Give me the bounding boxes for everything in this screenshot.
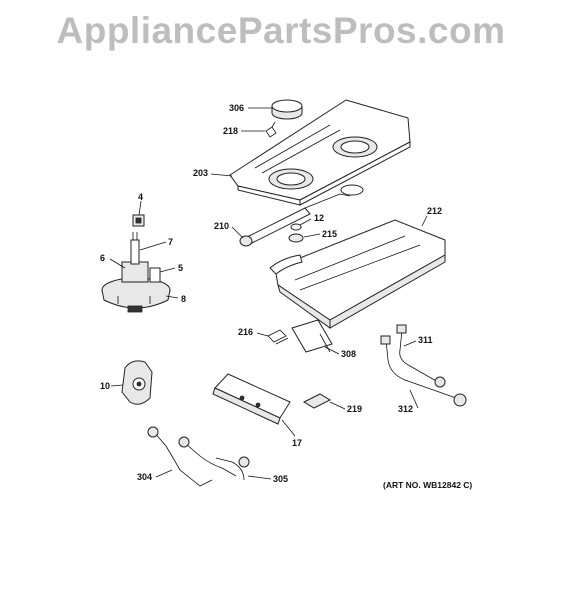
- callout-17: 17: [292, 438, 302, 448]
- part-304-tube[interactable]: [147, 426, 213, 487]
- callout-12: 12: [314, 213, 324, 223]
- callout-5: 5: [178, 263, 183, 273]
- callout-212: 212: [427, 206, 442, 216]
- callout-216: 216: [238, 327, 253, 337]
- part-215-orifice[interactable]: [288, 233, 304, 243]
- callout-312: 312: [398, 404, 413, 414]
- part-219-bracket[interactable]: [302, 393, 332, 409]
- part-305-tube[interactable]: [178, 436, 250, 481]
- callout-308: 308: [341, 349, 356, 359]
- callout-219: 219: [347, 404, 362, 414]
- part-210-burner-tube[interactable]: [239, 193, 351, 247]
- leader-lines: [109, 107, 428, 480]
- part-12-washer[interactable]: [290, 223, 302, 231]
- callout-10: 10: [100, 381, 110, 391]
- part-312-manifold-tube[interactable]: [380, 335, 467, 407]
- callout-8: 8: [181, 294, 186, 304]
- part-4-switch[interactable]: [132, 214, 145, 227]
- part-216-clip[interactable]: [267, 329, 289, 345]
- callout-7: 7: [168, 237, 173, 247]
- part-17-heat-shield[interactable]: [212, 373, 291, 425]
- part-10-spark-module[interactable]: [121, 360, 153, 405]
- callout-305: 305: [273, 474, 288, 484]
- callout-311: 311: [418, 335, 433, 345]
- callout-labels: 306 218 203 4 7 6 5 8 210 12 215 212 216…: [100, 103, 472, 490]
- callout-203: 203: [193, 168, 208, 178]
- art-number: (ART NO. WB12842 C): [383, 480, 472, 490]
- part-212-burner-box[interactable]: [269, 219, 446, 329]
- part-203-main-top[interactable]: [229, 99, 411, 206]
- part-8-valve-assembly[interactable]: [101, 232, 171, 313]
- callout-210: 210: [214, 221, 229, 231]
- part-308-bracket[interactable]: [291, 319, 333, 353]
- callout-218: 218: [223, 126, 238, 136]
- watermark-logo: AppliancePartsPros.com: [56, 10, 506, 51]
- callout-6: 6: [100, 253, 105, 263]
- part-311-manifold-tube[interactable]: [396, 324, 446, 388]
- part-306-burner-cap[interactable]: [271, 99, 303, 120]
- callout-4: 4: [138, 192, 143, 202]
- callout-304: 304: [137, 472, 152, 482]
- part-218-electrode-clip[interactable]: [265, 121, 277, 138]
- callout-215: 215: [322, 229, 337, 239]
- callout-306: 306: [229, 103, 244, 113]
